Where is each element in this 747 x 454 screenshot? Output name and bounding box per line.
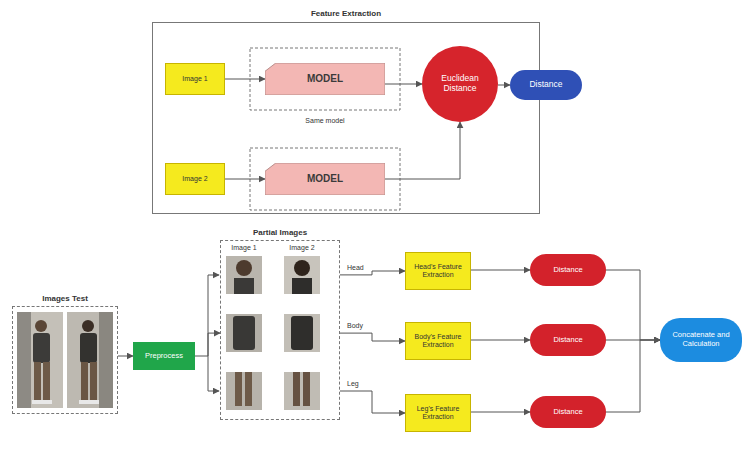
photo-ground xyxy=(67,312,113,408)
head-crop xyxy=(226,256,320,294)
person-torso xyxy=(291,316,313,350)
group-title: Feature Extraction xyxy=(133,9,559,18)
person-torso xyxy=(234,278,254,294)
input-box: Image 2 xyxy=(165,163,225,195)
connector xyxy=(606,340,660,412)
distance-circle: Euclidean Distance xyxy=(422,46,498,122)
connector xyxy=(498,85,510,86)
person-leg xyxy=(43,362,50,400)
person-head xyxy=(35,320,47,332)
photo-ground xyxy=(226,314,262,352)
distance-pill: Distance xyxy=(530,254,606,286)
model-outline xyxy=(265,163,385,195)
person-leg xyxy=(235,372,242,406)
input-box: Image 1 xyxy=(165,63,225,95)
model-box: MODEL xyxy=(265,163,385,195)
node-label: Body's Feature Extraction xyxy=(410,333,466,349)
output-pill: Concatenate and Calculation xyxy=(660,318,742,362)
photo-ground xyxy=(284,256,320,294)
photo-wall xyxy=(99,312,113,408)
connector xyxy=(471,412,530,413)
node-label: MODEL xyxy=(307,173,343,185)
input-box: Body's Feature Extraction xyxy=(405,322,471,360)
distance-pill: Distance xyxy=(530,324,606,356)
person-torso xyxy=(233,316,255,350)
node-label: MODEL xyxy=(307,73,343,85)
input-box: Head's Feature Extraction xyxy=(405,252,471,290)
node-label: Head's Feature Extraction xyxy=(410,263,466,279)
edge-label: Head xyxy=(346,264,365,272)
connector xyxy=(195,333,220,356)
person-torso xyxy=(80,333,97,363)
node-label: Distance xyxy=(553,408,582,417)
photo-ground xyxy=(226,372,262,410)
person-head xyxy=(82,320,94,332)
person-shoe xyxy=(89,400,99,404)
person-leg xyxy=(293,372,300,406)
person-head xyxy=(236,260,252,276)
model-box: MODEL xyxy=(265,63,385,95)
model-frame xyxy=(250,148,400,210)
distance-pill: Distance xyxy=(530,396,606,428)
connector xyxy=(385,122,460,179)
group-title: Partial Images xyxy=(201,228,359,237)
photo-ground xyxy=(284,372,320,410)
person-leg xyxy=(81,362,88,400)
node-label: Distance xyxy=(553,336,582,345)
person-torso xyxy=(292,278,312,294)
input-box: Leg's Feature Extraction xyxy=(405,394,471,432)
person-shoe xyxy=(79,400,89,404)
connector xyxy=(340,333,405,341)
node-label: Distance xyxy=(553,266,582,275)
node-label: Preprocess xyxy=(145,352,183,361)
node-label: Image 2 xyxy=(182,175,207,183)
process-box: Preprocess xyxy=(133,342,195,370)
photo-ground xyxy=(226,256,262,294)
person-leg xyxy=(90,362,97,400)
person-torso xyxy=(33,333,50,363)
node-label: Euclidean Distance xyxy=(426,74,494,94)
group-title: Images Test xyxy=(0,294,137,303)
connector xyxy=(118,356,133,357)
body-crop xyxy=(226,314,320,352)
connector xyxy=(471,270,530,271)
model-outline xyxy=(265,63,385,95)
leg-crop xyxy=(226,372,320,410)
model-frame xyxy=(250,48,400,110)
person-leg xyxy=(303,372,310,406)
node-label: Leg's Feature Extraction xyxy=(410,405,466,421)
person-shoe xyxy=(42,400,52,404)
connector xyxy=(340,391,405,413)
photo-ground xyxy=(284,314,320,352)
group-frame: Feature ExtractionImage 1MODELEuclidean … xyxy=(152,22,540,214)
edge-label: Body xyxy=(346,322,364,330)
test-photo xyxy=(17,312,63,408)
person-leg xyxy=(245,372,252,406)
branch-line xyxy=(208,275,219,356)
connector xyxy=(385,84,422,85)
photo-ground xyxy=(17,312,63,408)
node-label: Image 1 xyxy=(182,75,207,83)
test-photo xyxy=(67,312,113,408)
dashed-group: Images Test xyxy=(12,306,118,414)
edge-label: Leg xyxy=(346,380,360,388)
person-shoe xyxy=(32,400,42,404)
connector xyxy=(225,79,265,80)
person-leg xyxy=(34,362,41,400)
dashed-group: Partial Images xyxy=(220,240,340,420)
photo-wall xyxy=(17,312,31,408)
person-head xyxy=(294,260,310,276)
connector xyxy=(606,270,660,340)
connector xyxy=(471,340,530,341)
text-label: Image 1 xyxy=(222,244,266,252)
branch-line xyxy=(208,356,219,391)
text-label: Image 2 xyxy=(280,244,324,252)
connector xyxy=(225,179,265,180)
text-label: Same model xyxy=(295,117,355,125)
output-pill: Distance xyxy=(510,70,582,100)
node-label: Distance xyxy=(529,80,562,90)
node-label: Concatenate and Calculation xyxy=(664,331,738,348)
